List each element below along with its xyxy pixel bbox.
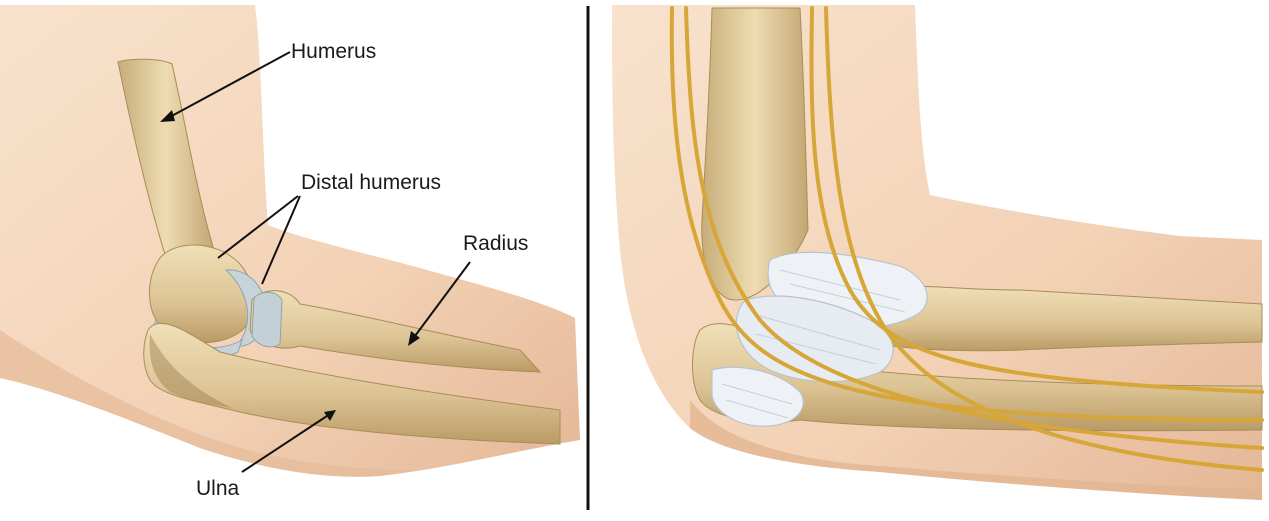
radius-label: Radius xyxy=(463,233,528,254)
radius-head-cartilage xyxy=(252,292,282,347)
humerus-label: Humerus xyxy=(291,41,376,62)
right-panel-ligament-nerve-anatomy xyxy=(612,5,1262,500)
distal-humerus-label: Distal humerus xyxy=(301,172,441,193)
ulna-label: Ulna xyxy=(196,478,239,499)
